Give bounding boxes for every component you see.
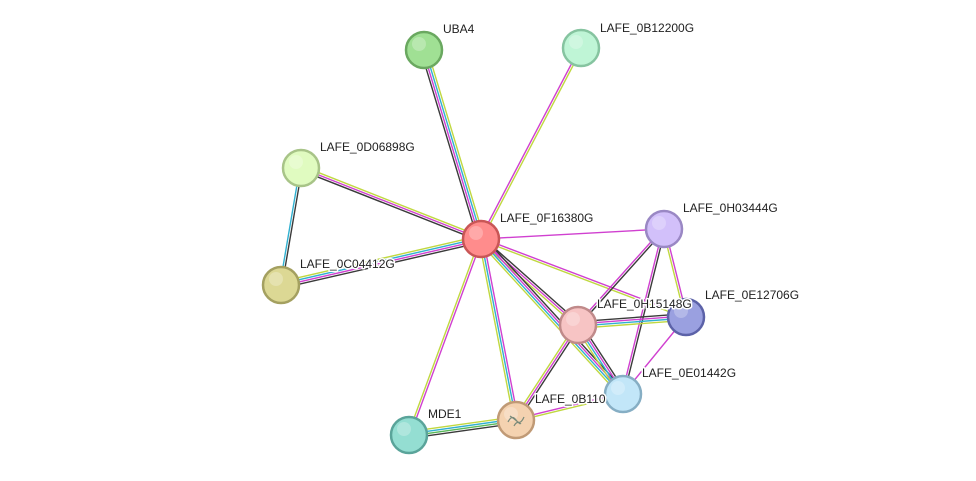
edge-line-cyan (280, 237, 481, 285)
node-LAFE_0E12706G[interactable] (666, 297, 706, 337)
edge-line-black (299, 169, 481, 242)
node-LAFE_0B110[interactable] (496, 400, 536, 440)
node-circle[interactable] (666, 297, 706, 337)
edge-LAFE_0H03444G-LAFE_0H15148G[interactable] (576, 227, 666, 327)
edge-LAFE_0F16380G-LAFE_0E12706G[interactable] (480, 237, 687, 319)
edge-line-magenta (300, 167, 482, 240)
node-LAFE_0E01442G[interactable] (603, 374, 643, 414)
edge-line-magenta (576, 227, 664, 325)
node-LAFE_0C04412G[interactable] (261, 265, 301, 305)
edge-LAFE_0H03444G-LAFE_0E01442G[interactable] (621, 228, 666, 395)
edge-line-magenta (481, 237, 687, 317)
node-circle[interactable] (558, 305, 598, 345)
node-LAFE_0H03444G[interactable] (644, 209, 684, 249)
node-layer (261, 28, 706, 455)
node-label: LAFE_0E12706G (705, 288, 799, 302)
edge-LAFE_0F16380G-LAFE_0C04412G[interactable] (280, 235, 482, 289)
edge-line-cyan (480, 238, 517, 421)
node-circle[interactable] (261, 265, 301, 305)
edge-LAFE_0F16380G-UBA4[interactable] (420, 48, 485, 241)
edge-line-black (623, 229, 666, 395)
edge-line-magenta (480, 228, 665, 240)
edge-line-yellow (479, 240, 578, 328)
edge-line-black (481, 236, 580, 324)
node-label: LAFE_0D06898G (320, 140, 415, 154)
edge-line-magenta (481, 237, 625, 394)
node-highlight (397, 422, 411, 436)
node-circle[interactable] (461, 219, 501, 259)
node-highlight (469, 226, 483, 240)
edge-line-yellow (301, 165, 483, 238)
edge-LAFE_0D06898G-LAFE_0C04412G[interactable] (279, 167, 303, 286)
node-highlight (652, 216, 666, 230)
node-label: LAFE_0B12200G (600, 21, 694, 35)
node-circle[interactable] (404, 30, 444, 70)
edge-line-magenta (409, 239, 483, 436)
edge-LAFE_0F16380G-MDE1[interactable] (407, 238, 483, 436)
edge-line-cyan (424, 49, 483, 239)
edge-line-yellow (280, 235, 481, 283)
edge-line-cyan (279, 167, 301, 285)
edge-line-yellow (407, 238, 481, 435)
edge-line-black (281, 241, 482, 289)
edge-line-magenta (621, 228, 664, 394)
edge-LAFE_0F16380G-LAFE_0B110[interactable] (478, 238, 519, 421)
edge-line-black (420, 50, 479, 241)
edge-line-yellow (426, 48, 485, 239)
edge-line-magenta (281, 239, 482, 287)
node-label: LAFE_0F16380G (500, 211, 593, 225)
edge-line-yellow (481, 48, 583, 240)
edge-line-black (578, 229, 666, 327)
edge-line-magenta (480, 238, 579, 326)
node-LAFE_0F16380G[interactable] (461, 219, 501, 259)
node-label: LAFE_0B110 (535, 392, 606, 406)
node-highlight (674, 304, 688, 318)
node-circle[interactable] (603, 374, 643, 414)
node-highlight (569, 35, 583, 49)
node-circle[interactable] (281, 148, 321, 188)
edge-line-cyan (479, 239, 623, 396)
edge-LAFE_0F16380G-LAFE_0D06898G[interactable] (299, 165, 483, 242)
node-MDE1[interactable] (389, 415, 429, 455)
edge-line-black (482, 236, 626, 393)
node-highlight (269, 272, 283, 286)
label-layer: UBA4 LAFE_0B12200G LAFE_0D06898G LAFE_0F163… (299, 20, 801, 423)
edge-LAFE_0F16380G-LAFE_0H15148G[interactable] (479, 236, 580, 328)
protein-structure-icon (507, 415, 525, 427)
edge-line-magenta (482, 238, 519, 420)
node-label: MDE1 (428, 407, 462, 421)
node-LAFE_0D06898G[interactable] (281, 148, 321, 188)
node-highlight (412, 37, 426, 51)
edge-line-yellow (478, 240, 622, 397)
node-highlight (611, 381, 625, 395)
node-highlight (289, 155, 303, 169)
node-label: LAFE_0E01442G (642, 366, 736, 380)
edge-LAFE_0F16380G-LAFE_0E01442G[interactable] (478, 236, 626, 397)
node-label: LAFE_0C04412G (300, 257, 395, 271)
edge-line-yellow (478, 239, 515, 421)
edge-line-magenta (422, 50, 481, 240)
node-circle[interactable] (644, 209, 684, 249)
node-UBA4[interactable] (404, 30, 444, 70)
node-circle[interactable] (389, 415, 429, 455)
edge-LAFE_0F16380G-LAFE_0B12200G[interactable] (479, 47, 583, 240)
node-label: LAFE_0H15148G (597, 297, 692, 311)
node-LAFE_0H15148G[interactable] (558, 305, 598, 345)
node-label: UBA4 (443, 22, 475, 36)
edge-line-yellow (480, 239, 686, 319)
node-label: LAFE_0H03444G (683, 201, 778, 215)
edge-line-magenta (479, 47, 581, 239)
node-highlight (566, 312, 580, 326)
node-circle[interactable] (561, 28, 601, 68)
edge-LAFE_0F16380G-LAFE_0H03444G[interactable] (480, 228, 665, 240)
node-LAFE_0B12200G[interactable] (561, 28, 601, 68)
edge-line-black (281, 168, 303, 286)
